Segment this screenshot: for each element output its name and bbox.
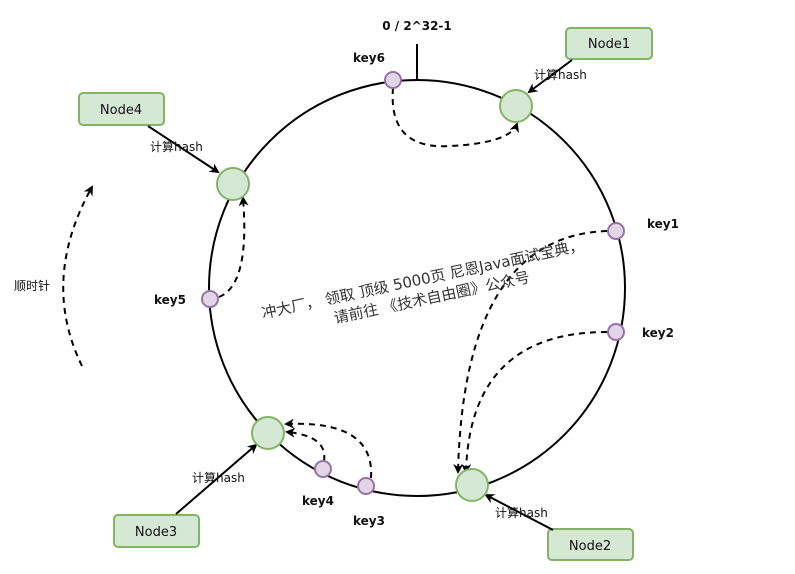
node2-hash-label: 计算hash bbox=[495, 505, 548, 520]
key4-point bbox=[314, 460, 332, 478]
key2-point bbox=[607, 323, 625, 341]
key4-to-node3-arrow bbox=[285, 427, 326, 462]
key6-point bbox=[384, 71, 402, 89]
key1-label: key1 bbox=[647, 217, 679, 231]
node4-hash-arrow bbox=[147, 125, 220, 174]
key3-to-node3-arrow bbox=[284, 418, 373, 479]
node1-hash-label: 计算hash bbox=[534, 67, 587, 82]
clockwise-label: 顺时针 bbox=[14, 278, 50, 293]
key5-label: key5 bbox=[154, 293, 186, 307]
watermark-line1: 冲大厂， 领取 顶级 5000页 尼恩Java面试宝典， bbox=[260, 236, 585, 322]
key1-point bbox=[607, 222, 625, 240]
key2-to-node2-arrow bbox=[461, 331, 608, 474]
key4-label: key4 bbox=[302, 494, 334, 508]
node3-box: Node3 bbox=[113, 514, 200, 548]
node4-box: Node4 bbox=[78, 92, 165, 126]
node3-point bbox=[251, 416, 285, 450]
node1-label: Node1 bbox=[588, 37, 630, 52]
watermark: 冲大厂， 领取 顶级 5000页 尼恩Java面试宝典， 请前往 《技术自由圈》… bbox=[260, 236, 585, 327]
node3-hash-arrow bbox=[175, 443, 258, 515]
key5-point bbox=[201, 290, 219, 308]
key2-label: key2 bbox=[642, 326, 674, 340]
key5-to-node4-arrow bbox=[218, 196, 249, 298]
node2-hash-arrow bbox=[484, 494, 554, 531]
node1-box: Node1 bbox=[565, 27, 653, 60]
node4-label: Node4 bbox=[100, 103, 142, 118]
node4-hash-label: 计算hash bbox=[150, 139, 203, 154]
node1-point bbox=[499, 89, 533, 123]
node3-hash-label: 计算hash bbox=[192, 470, 245, 485]
node3-label: Node3 bbox=[135, 525, 177, 540]
clockwise-arrow bbox=[62, 185, 93, 367]
node4-point bbox=[216, 167, 250, 201]
node2-label: Node2 bbox=[569, 539, 611, 554]
key3-label: key3 bbox=[353, 514, 385, 528]
ring-origin-label: 0 / 2^32-1 bbox=[382, 19, 452, 33]
node1-hash-arrow bbox=[527, 59, 573, 94]
key3-point bbox=[357, 477, 375, 495]
key6-to-node1-arrow bbox=[391, 87, 519, 148]
key1-to-node2-arrow bbox=[453, 230, 608, 474]
node2-box: Node2 bbox=[547, 528, 634, 561]
key6-label: key6 bbox=[353, 51, 385, 65]
node2-point bbox=[455, 468, 489, 502]
